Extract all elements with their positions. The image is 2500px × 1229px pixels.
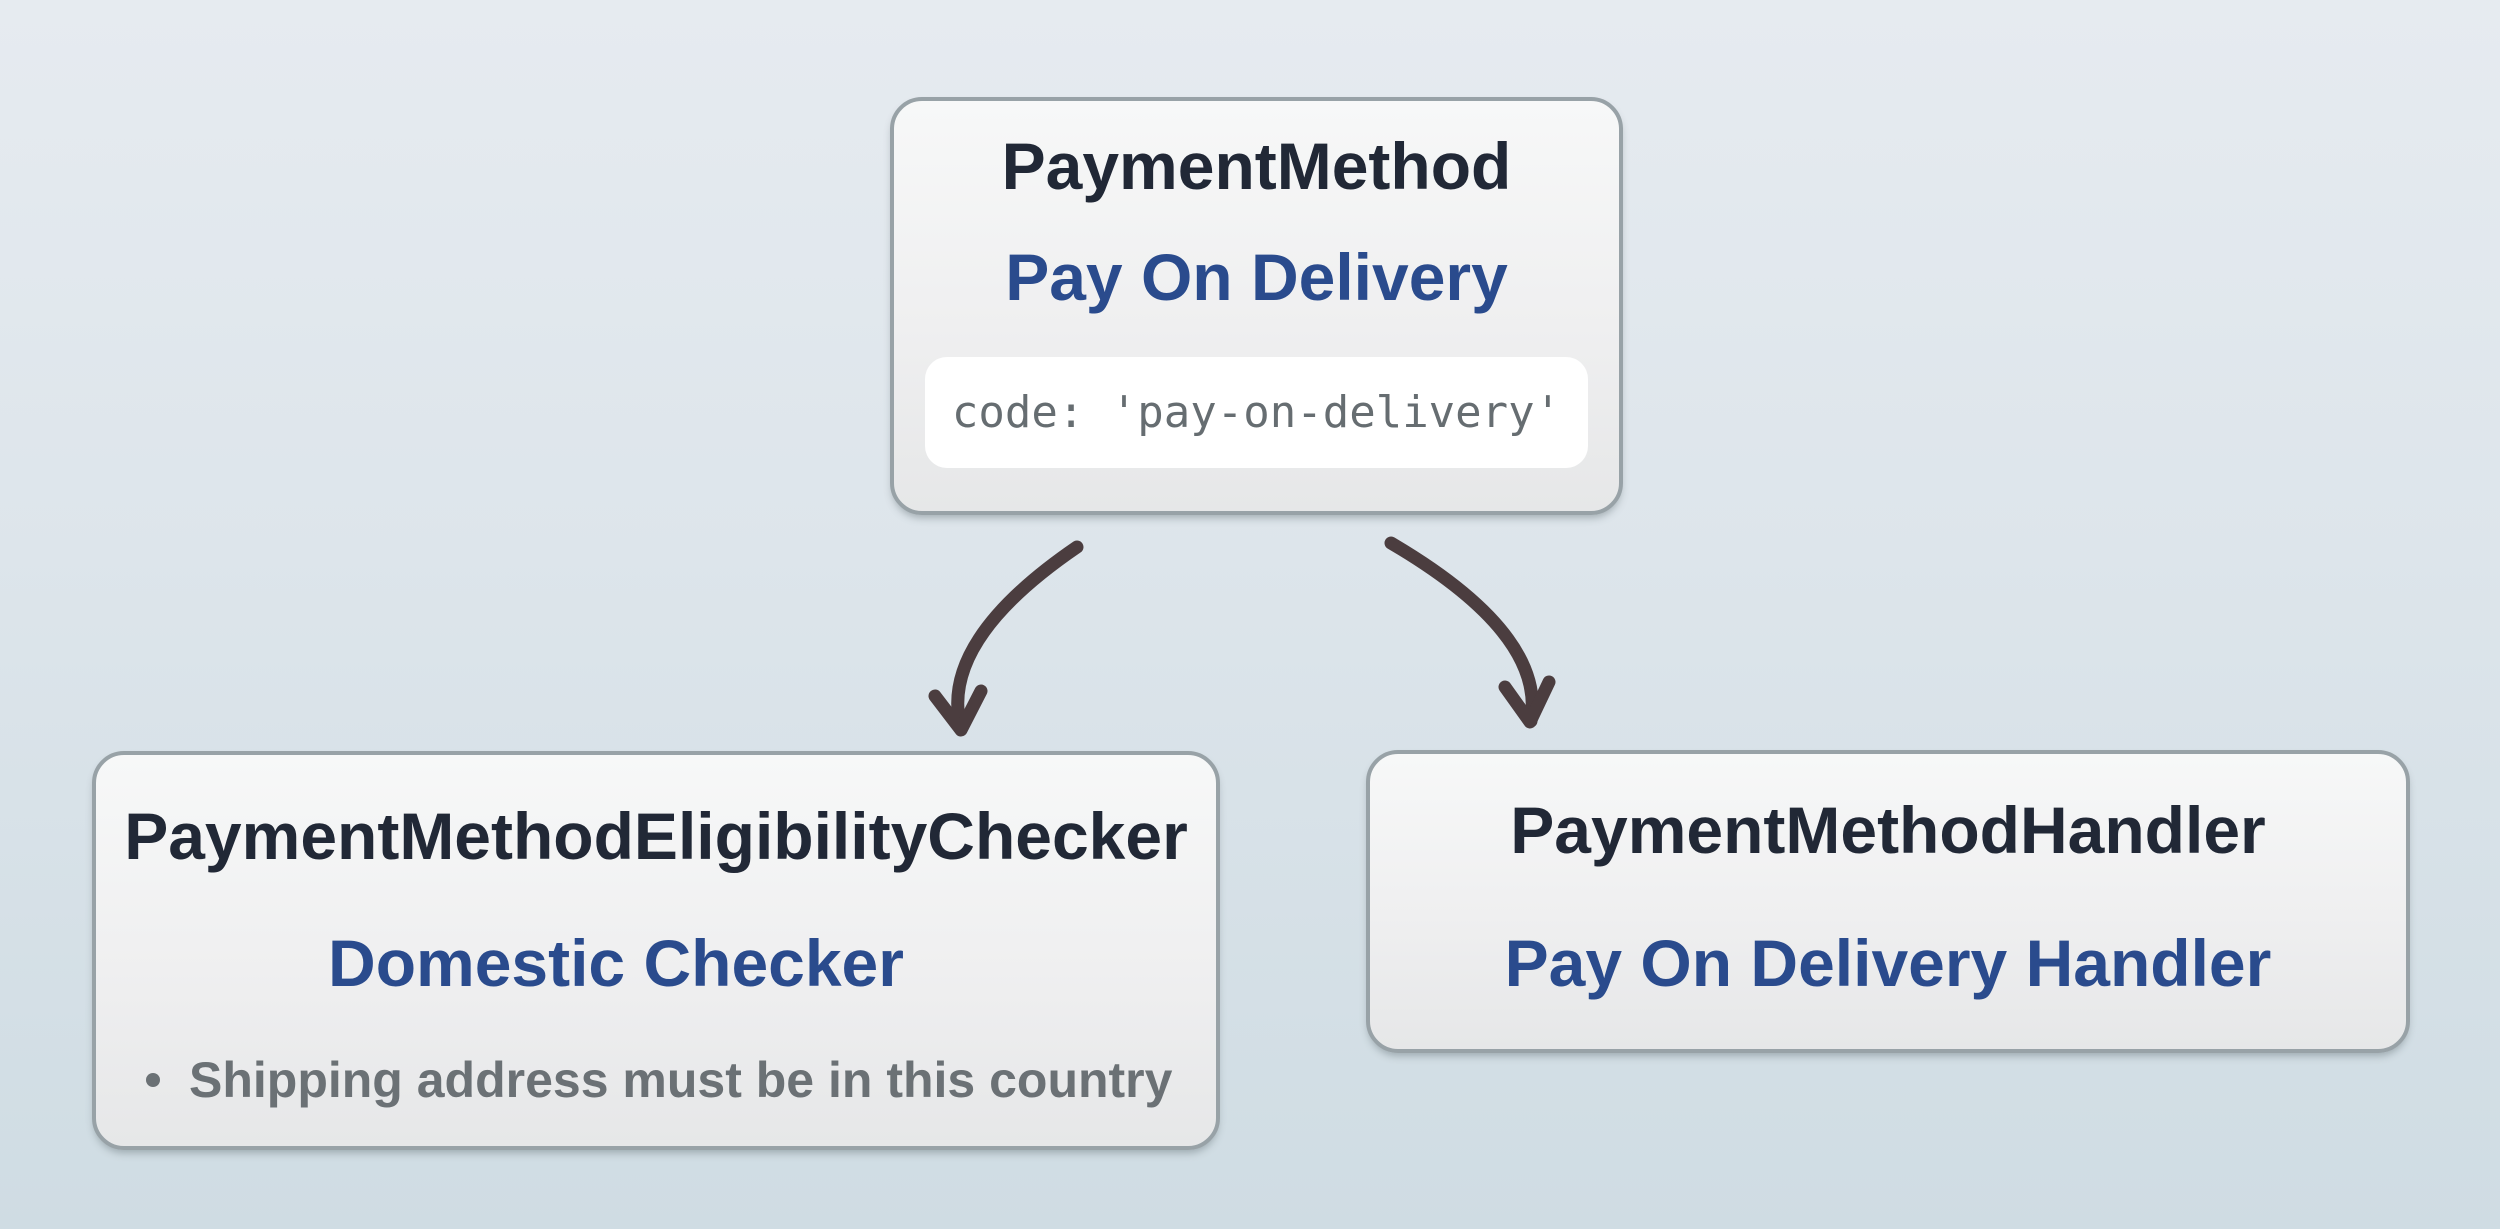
code-text: code: 'pay-on-delivery' — [951, 386, 1562, 438]
node-title: PaymentMethodEligibilityChecker — [124, 799, 1188, 873]
node-eligibility-checker: PaymentMethodEligibilityChecker Domestic… — [92, 751, 1220, 1150]
node-title: PaymentMethodHandler — [1510, 793, 2266, 867]
node-handler: PaymentMethodHandler Pay On Delivery Han… — [1366, 750, 2410, 1053]
arrow-right-icon — [1384, 536, 1556, 729]
node-payment-method: PaymentMethod Pay On Delivery code: 'pay… — [890, 97, 1623, 515]
bullet-dot-icon — [146, 1073, 160, 1087]
bullet-item: Shipping address must be in this country — [146, 1055, 1172, 1105]
arrow-left-icon — [928, 540, 1084, 737]
code-pill: code: 'pay-on-delivery' — [925, 357, 1588, 468]
node-subtitle: Domestic Checker — [328, 926, 904, 1000]
bullet-text: Shipping address must be in this country — [189, 1052, 1173, 1108]
node-title: PaymentMethod — [1001, 129, 1512, 203]
node-subtitle: Pay On Delivery Handler — [1504, 926, 2272, 1000]
node-subtitle: Pay On Delivery — [1005, 240, 1508, 314]
